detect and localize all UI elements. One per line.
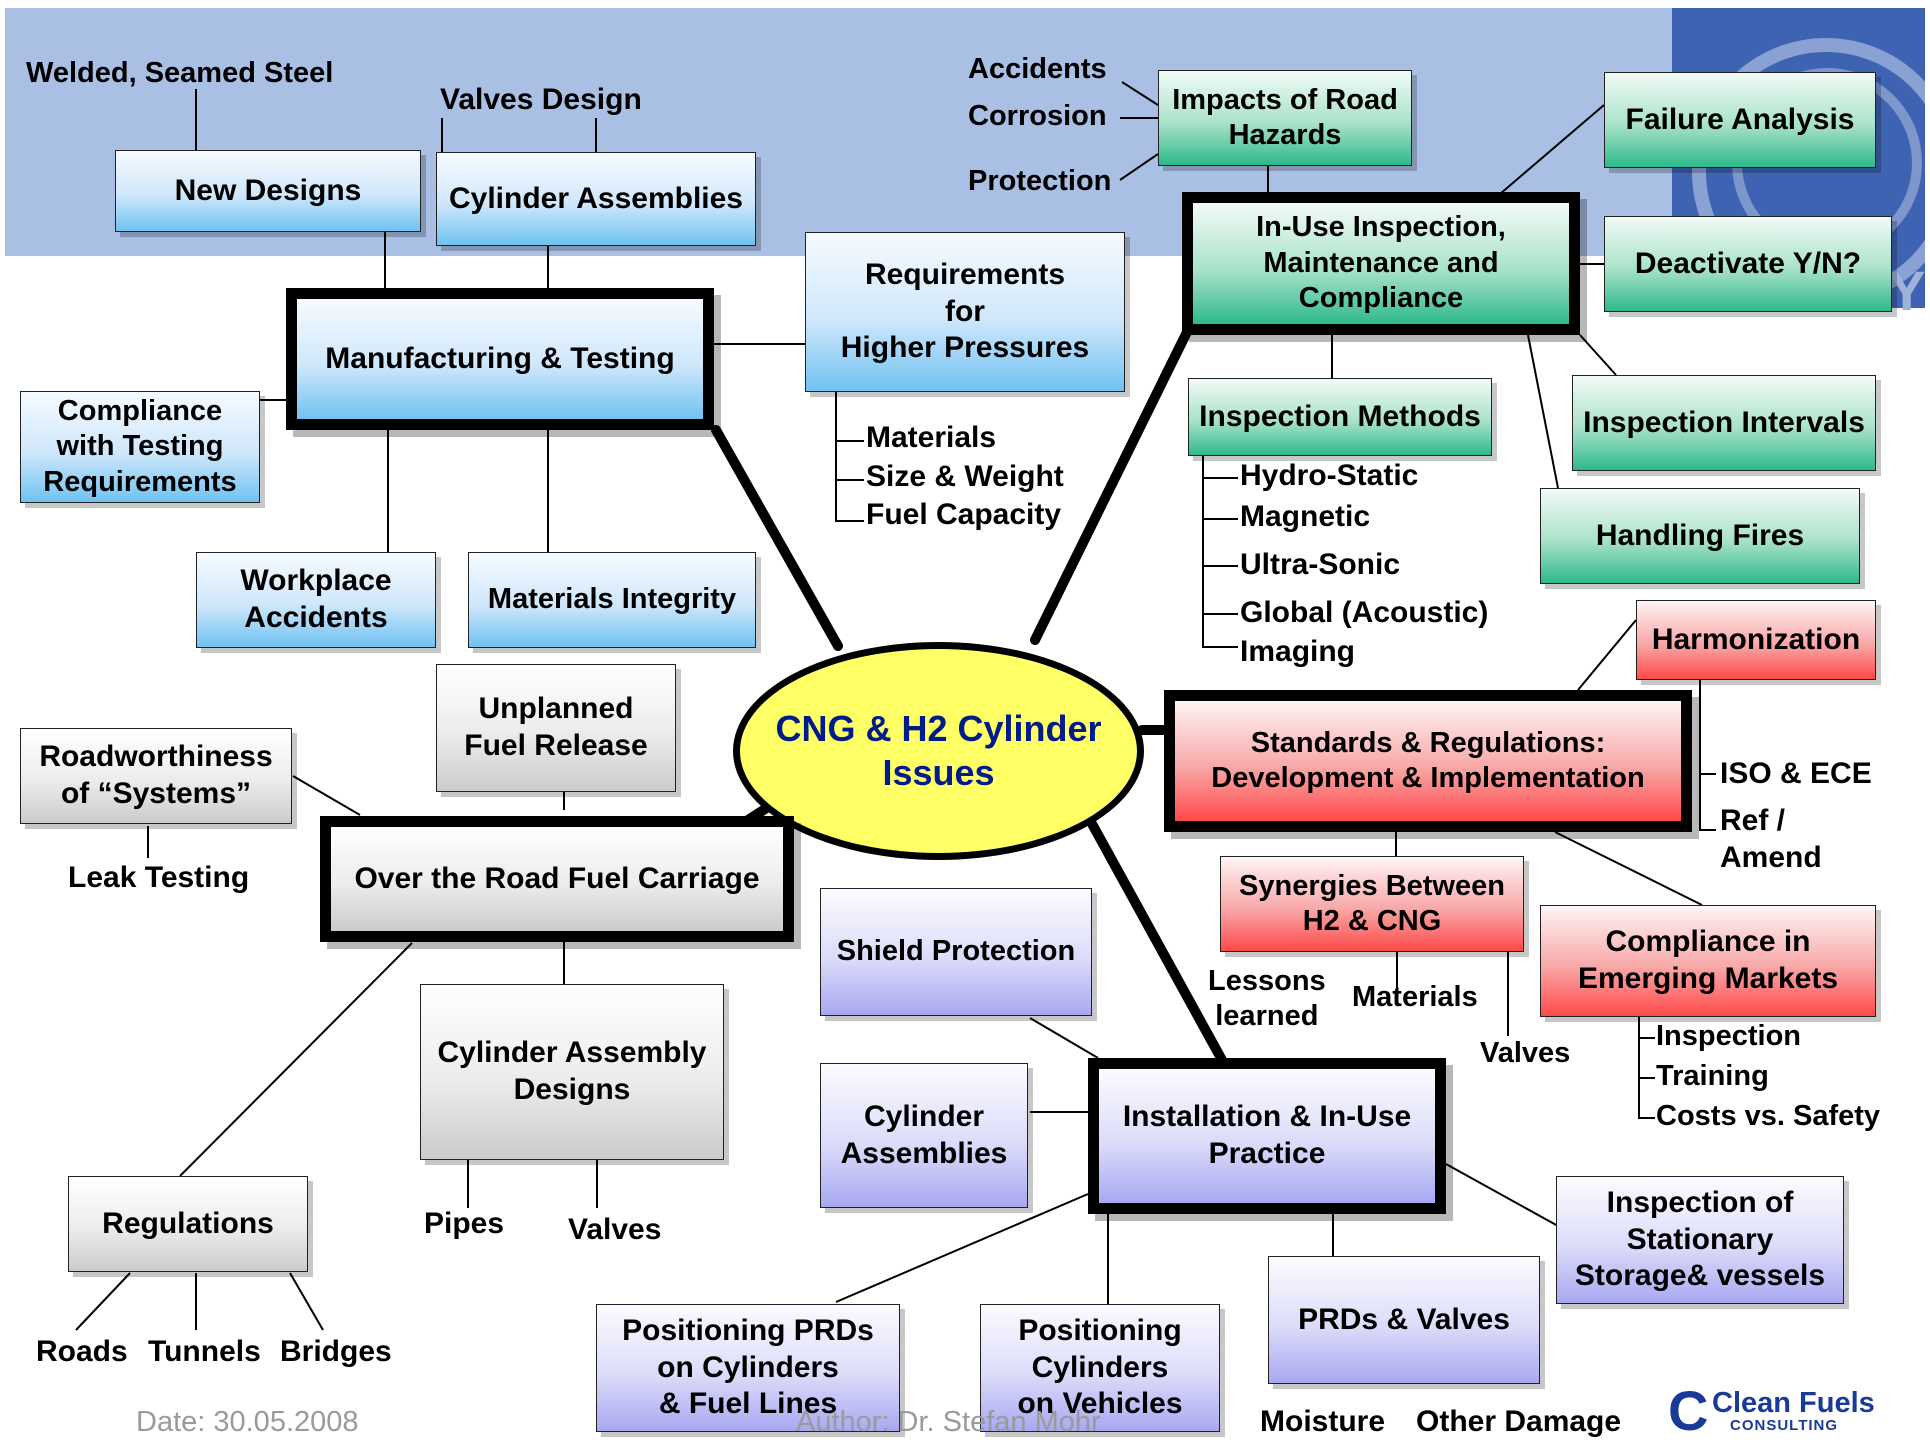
label-comp-training: Training	[1656, 1060, 1769, 1092]
node-impacts-road-hazards[interactable]: Impacts of Road Hazards	[1158, 70, 1412, 166]
label-imaging: Imaging	[1240, 635, 1356, 668]
branch-standards-regulations[interactable]: Standards & Regulations: Development & I…	[1164, 690, 1692, 832]
node-cylinder-assemblies-mfg[interactable]: Cylinder Assemblies	[436, 152, 756, 246]
clean-fuels-logo: C Clean Fuels CONSULTING	[1668, 1379, 1875, 1442]
label-iso-ece: ISO & ECE	[1720, 757, 1872, 790]
node-unplanned-fuel-release[interactable]: Unplanned Fuel Release	[436, 664, 676, 792]
node-requirements-higher-pressures[interactable]: Requirements for Higher Pressures	[805, 232, 1125, 392]
node-positioning-cylinders[interactable]: Positioning Cylinders on Vehicles	[980, 1304, 1220, 1432]
label-leak-testing: Leak Testing	[68, 861, 250, 894]
label-other-damage: Other Damage	[1416, 1405, 1622, 1438]
label-ref-amend: Ref / Amend	[1720, 804, 1822, 874]
node-inspection-stationary[interactable]: Inspection of Stationary Storage& vessel…	[1556, 1176, 1844, 1304]
node-handling-fires[interactable]: Handling Fires	[1540, 488, 1860, 584]
label-lessons-learned: Lessons learned	[1208, 965, 1326, 1033]
node-roadworthiness[interactable]: Roadworthiness of “Systems”	[20, 728, 292, 824]
spoke-inspection	[1030, 325, 1193, 645]
node-deactivate[interactable]: Deactivate Y/N?	[1604, 216, 1892, 312]
node-cylinder-assembly-designs[interactable]: Cylinder Assembly Designs	[420, 984, 724, 1160]
label-syn-materials: Materials	[1352, 981, 1478, 1013]
label-roads: Roads	[36, 1335, 128, 1368]
label-pipes: Pipes	[424, 1207, 505, 1240]
footer-date: Date: 30.05.2008	[136, 1406, 359, 1438]
label-req-fuel-capacity: Fuel Capacity	[866, 498, 1062, 531]
label-magnetic: Magnetic	[1240, 500, 1371, 533]
node-compliance-testing[interactable]: Compliance with Testing Requirements	[20, 391, 260, 503]
label-design-valves: Valves	[568, 1213, 662, 1246]
node-positioning-prds[interactable]: Positioning PRDs on Cylinders & Fuel Lin…	[596, 1304, 900, 1432]
label-global-acoustic: Global (Acoustic)	[1240, 596, 1489, 629]
label-comp-costs-safety: Costs vs. Safety	[1656, 1100, 1881, 1132]
node-new-designs[interactable]: New Designs	[115, 150, 421, 232]
label-tunnels: Tunnels	[148, 1335, 261, 1368]
label-accidents: Accidents	[968, 53, 1107, 85]
label-corrosion: Corrosion	[968, 100, 1107, 132]
brand-name: Clean Fuels	[1712, 1387, 1875, 1419]
spoke-manufacturing	[711, 425, 843, 651]
node-inspection-intervals[interactable]: Inspection Intervals	[1572, 375, 1876, 471]
logo-letter-fragment: Y	[1888, 259, 1926, 322]
node-inspection-methods[interactable]: Inspection Methods	[1188, 378, 1492, 456]
label-moisture: Moisture	[1260, 1405, 1386, 1438]
node-cylinder-assemblies-install[interactable]: Cylinder Assemblies	[820, 1063, 1028, 1208]
spoke-installation	[1075, 797, 1227, 1065]
node-harmonization[interactable]: Harmonization	[1636, 600, 1876, 680]
label-hydro-static: Hydro-Static	[1240, 459, 1419, 492]
node-prds-valves[interactable]: PRDs & Valves	[1268, 1256, 1540, 1384]
label-valves-design: Valves Design	[440, 83, 642, 116]
label-protection: Protection	[968, 165, 1112, 197]
node-failure-analysis[interactable]: Failure Analysis	[1604, 72, 1876, 168]
label-bridges: Bridges	[280, 1335, 392, 1368]
footer-author: Author: Dr. Stefan Mohr	[796, 1406, 1101, 1438]
brand-subtitle: CONSULTING	[1730, 1417, 1839, 1434]
node-materials-integrity[interactable]: Materials Integrity	[468, 552, 756, 648]
branch-manufacturing-testing[interactable]: Manufacturing & Testing	[286, 288, 714, 430]
central-topic[interactable]: CNG & H2 Cylinder Issues	[733, 642, 1144, 860]
branch-over-road-fuel-carriage[interactable]: Over the Road Fuel Carriage	[320, 816, 794, 942]
label-welded-seamed-steel: Welded, Seamed Steel	[26, 57, 334, 89]
node-workplace-accidents[interactable]: Workplace Accidents	[196, 552, 436, 648]
label-syn-valves: Valves	[1480, 1037, 1571, 1069]
node-compliance-emerging[interactable]: Compliance in Emerging Markets	[1540, 905, 1876, 1017]
branch-in-use-inspection[interactable]: In-Use Inspection, Maintenance and Compl…	[1182, 192, 1580, 335]
label-ultra-sonic: Ultra-Sonic	[1240, 548, 1401, 581]
node-synergies[interactable]: Synergies Between H2 & CNG	[1220, 856, 1524, 952]
node-shield-protection[interactable]: Shield Protection	[820, 888, 1092, 1016]
label-comp-inspection: Inspection	[1656, 1020, 1802, 1052]
branch-installation-practice[interactable]: Installation & In-Use Practice	[1088, 1058, 1446, 1214]
label-req-materials: Materials	[866, 421, 997, 454]
node-regulations[interactable]: Regulations	[68, 1176, 308, 1272]
label-req-size-weight: Size & Weight	[866, 460, 1064, 493]
